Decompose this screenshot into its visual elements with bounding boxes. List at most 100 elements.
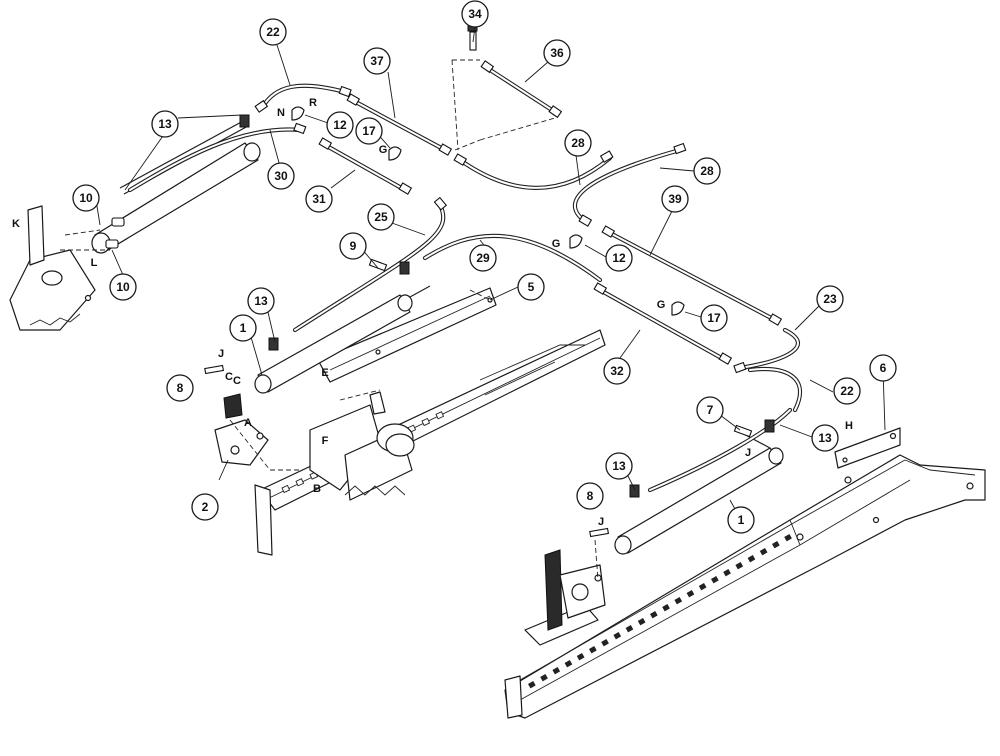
callout-8: 8: [166, 374, 194, 402]
ref-letter-g: G: [657, 299, 666, 311]
callout-28: 28: [564, 129, 592, 157]
hydraulic-hoses: [127, 65, 803, 493]
ref-letter-f: F: [322, 435, 329, 447]
beam-slot: [613, 632, 622, 640]
callout-34: 34: [461, 0, 489, 28]
beam-slot: [735, 562, 744, 570]
callout-13: 13: [151, 110, 179, 138]
svg-text:28: 28: [571, 136, 585, 150]
beam-slot: [686, 590, 695, 598]
callout-36: 36: [543, 39, 571, 67]
beam-slot: [601, 639, 609, 647]
callout-balloons: 34 36 22 37 13 12 17 28 28 30 10 10 31 2…: [72, 0, 897, 534]
beam-slot: [552, 667, 561, 675]
left-end-plate: [9, 205, 96, 331]
svg-text:36: 36: [550, 46, 564, 60]
beam-slot: [674, 597, 683, 605]
svg-text:7: 7: [707, 403, 714, 417]
svg-text:37: 37: [370, 54, 384, 68]
svg-text:13: 13: [612, 459, 626, 473]
ref-letter-c: C: [225, 371, 233, 383]
ref-letter-r: R: [309, 97, 317, 109]
ref-letter-j: J: [745, 447, 751, 459]
callout-32: 32: [603, 357, 631, 385]
beam-slot: [710, 576, 719, 584]
ref-letter-e: E: [321, 367, 328, 379]
beam-slot: [784, 534, 792, 542]
main-frame-beam: [504, 454, 986, 719]
beam-slot: [662, 604, 670, 612]
ref-letter-g: G: [552, 238, 561, 250]
ref-letter-a: A: [244, 417, 252, 429]
svg-text:31: 31: [312, 192, 326, 206]
svg-text:12: 12: [612, 251, 626, 265]
svg-text:5: 5: [528, 280, 535, 294]
ref-letter-h: H: [845, 420, 853, 432]
bracket-2: [214, 393, 269, 466]
svg-text:6: 6: [880, 361, 887, 375]
beam-slot: [625, 625, 634, 633]
beam-slot: [747, 555, 756, 563]
callout-31: 31: [305, 185, 333, 213]
beam-slot: [650, 610, 658, 619]
hydraulic-cylinder-upper: [91, 119, 261, 254]
callout-37: 37: [363, 47, 391, 75]
ref-letter-g: G: [379, 144, 388, 156]
callout-13: 13: [605, 452, 633, 480]
callout-9: 9: [339, 232, 367, 260]
beam-slot: [772, 541, 780, 549]
beam-slot: [759, 548, 768, 556]
svg-text:1: 1: [738, 513, 745, 527]
callout-8: 8: [576, 482, 604, 510]
svg-text:30: 30: [274, 169, 288, 183]
svg-text:25: 25: [374, 210, 388, 224]
bracket-5: [317, 287, 497, 383]
rack-slot: [435, 411, 445, 420]
svg-text:8: 8: [177, 381, 184, 395]
callout-5: 5: [517, 273, 545, 301]
svg-text:10: 10: [79, 191, 93, 205]
svg-text:22: 22: [266, 25, 280, 39]
callout-23: 23: [816, 285, 844, 313]
beam-slot: [540, 674, 548, 682]
callout-25: 25: [367, 203, 395, 231]
reference-dash-lines: [60, 59, 599, 581]
svg-text:17: 17: [362, 124, 376, 138]
svg-text:34: 34: [468, 7, 482, 21]
svg-text:9: 9: [350, 239, 357, 253]
callout-2: 2: [191, 493, 219, 521]
callout-1: 1: [727, 506, 755, 534]
svg-text:28: 28: [700, 164, 714, 178]
callout-28: 28: [693, 157, 721, 185]
ref-letter-b: B: [313, 483, 321, 495]
callout-10: 10: [72, 184, 100, 212]
callout-30: 30: [267, 162, 295, 190]
callout-22: 22: [259, 18, 287, 46]
beam-slot: [576, 652, 585, 661]
ref-letter-n: N: [277, 107, 285, 119]
beam-slot: [589, 646, 597, 654]
svg-text:29: 29: [476, 251, 490, 265]
callout-12: 12: [326, 111, 354, 139]
svg-text:13: 13: [254, 294, 268, 308]
svg-text:12: 12: [333, 118, 347, 132]
svg-text:2: 2: [202, 500, 209, 514]
svg-text:32: 32: [610, 364, 624, 378]
callout-7: 7: [696, 396, 724, 424]
callout-6: 6: [869, 354, 897, 382]
callout-17: 17: [700, 304, 728, 332]
svg-text:1: 1: [240, 321, 247, 335]
beam-slot: [564, 660, 573, 668]
beam-slot: [723, 569, 731, 577]
rack-slot: [295, 478, 305, 487]
callout-13: 13: [247, 287, 275, 315]
ref-letter-c: C: [233, 375, 241, 387]
svg-text:39: 39: [668, 192, 682, 206]
bracket-6: [834, 427, 901, 469]
svg-text:13: 13: [158, 117, 172, 131]
hydraulic-cylinder-lower: [614, 431, 784, 555]
center-mount-bracket: [309, 391, 415, 501]
beam-slot: [637, 618, 646, 626]
